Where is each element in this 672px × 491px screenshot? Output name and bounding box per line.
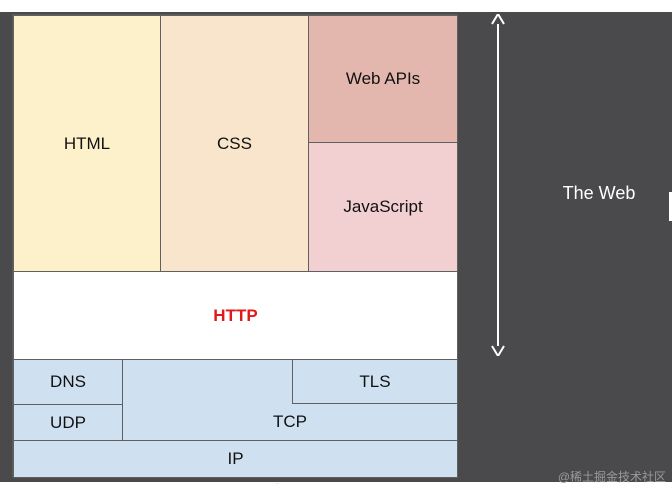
double-arrow-svg [491, 12, 505, 358]
dns-box: DNS [13, 359, 123, 405]
tls-box: TLS [292, 359, 458, 403]
the-web-label: The Web [562, 183, 636, 203]
double-arrow-vertical-icon [488, 12, 508, 358]
dns-label: DNS [50, 372, 86, 391]
tcp-label: TCP [273, 412, 307, 431]
tls-label: TLS [359, 371, 391, 391]
http-label: HTTP [213, 305, 258, 325]
http-box: HTTP [13, 271, 458, 360]
css-box: CSS [160, 15, 309, 272]
edge-mark [669, 192, 672, 221]
javascript-label: JavaScript [343, 197, 423, 216]
web-apis-box: Web APIs [308, 15, 458, 143]
html-label: HTML [63, 133, 111, 153]
udp-box: UDP [13, 404, 123, 441]
web-apis-label: Web APIs [345, 69, 421, 88]
udp-label: UDP [50, 412, 86, 432]
ip-label: IP [227, 449, 244, 468]
decorative-tick: ¨ [276, 482, 279, 491]
javascript-box: JavaScript [308, 142, 458, 272]
html-box: HTML [13, 15, 161, 272]
tcp-label-wrap: TCP [122, 403, 458, 441]
ip-box: IP [13, 440, 458, 478]
watermark-text: @稀土掘金技术社区 [557, 470, 666, 484]
web-stack-diagram: HTML CSS Web APIs JavaScript HTTP DNS TL… [12, 14, 458, 478]
css-label: CSS [217, 133, 252, 153]
